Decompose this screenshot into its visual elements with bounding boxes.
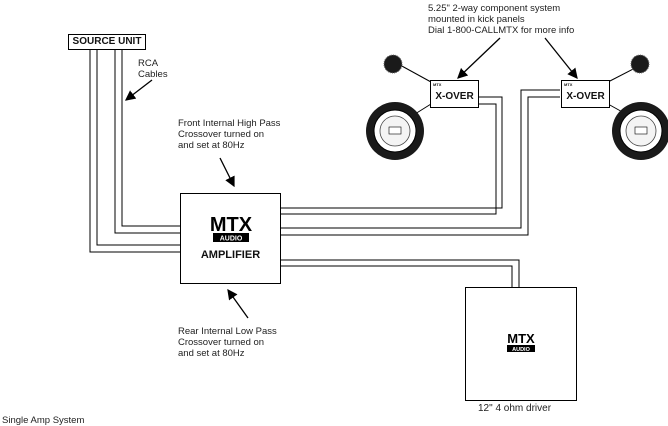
front-crossover-note: Front Internal High Pass Crossover turne… (178, 118, 281, 151)
wires-left-xover (279, 96, 503, 215)
amplifier-label: AMPLIFIER (200, 249, 261, 261)
wires-subwoofer (279, 259, 520, 287)
rear-crossover-note: Rear Internal Low Pass Crossover turned … (178, 326, 277, 359)
sub-logo: MTX AUDIO (507, 331, 535, 353)
xover-left-logo: MTX (433, 82, 442, 87)
sub-logo-text: MTX (507, 331, 535, 346)
diagram-caption: Single Amp System (2, 415, 85, 426)
xover-left: MTX X-OVER (430, 80, 479, 108)
mtx-audio-logo: MTX AUDIO (210, 214, 253, 243)
rca-cables (89, 49, 180, 253)
xover-right-logo: MTX (564, 82, 573, 87)
annotation-arrows (124, 37, 578, 319)
tweeter-left (383, 54, 403, 74)
wires-right-xover (279, 89, 560, 236)
xover-right-label: X-OVER (566, 91, 605, 102)
tweeter-right (630, 54, 650, 74)
xover-right: MTX X-OVER (561, 80, 610, 108)
subwoofer-driver-label: 12" 4 ohm driver (478, 403, 552, 414)
woofer-right (612, 102, 668, 160)
amp-logo-text: MTX (210, 214, 253, 236)
component-system-note: 5.25" 2-way component system mounted in … (428, 3, 575, 36)
source-unit-box: SOURCE UNIT (68, 34, 146, 50)
xover-left-label: X-OVER (435, 91, 474, 102)
rca-label: RCA Cables (138, 58, 168, 80)
amplifier-box: MTX AUDIO AMPLIFIER (180, 193, 281, 284)
sub-logo-sub: AUDIO (512, 347, 530, 353)
subwoofer-box: MTX AUDIO (465, 287, 577, 401)
amp-logo-sub: AUDIO (220, 236, 243, 243)
woofer-left (366, 102, 424, 160)
